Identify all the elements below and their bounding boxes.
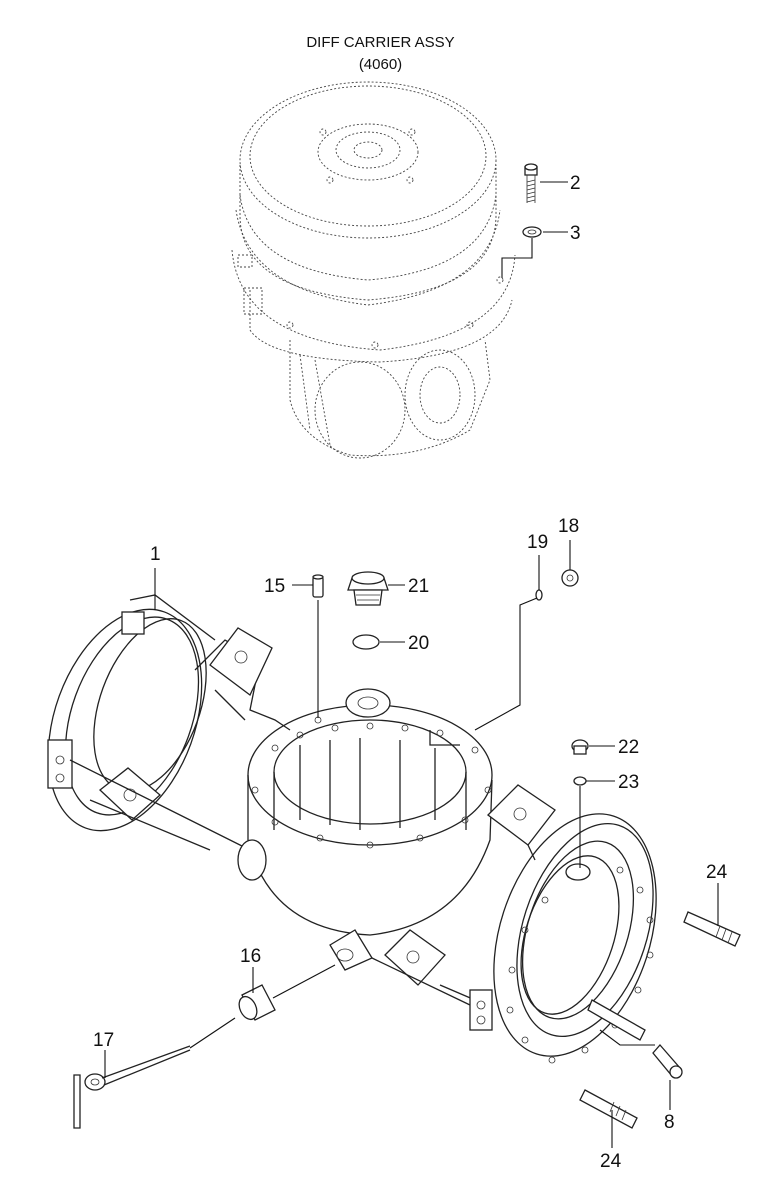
diagram-subtitle: (4060) [358, 56, 403, 73]
callout-17: 17 [93, 1030, 114, 1051]
dipstick-part-17 [73, 1045, 191, 1129]
plug-part-21 [347, 571, 389, 606]
diagram-title: DIFF CARRIER ASSY [306, 34, 455, 51]
callout-1: 1 [150, 544, 161, 565]
dowel-part-8 [652, 1044, 683, 1079]
stud-part-24-lower [579, 999, 646, 1129]
callout-labels: 2 3 1 15 21 20 19 18 22 23 24 16 17 8 24 [93, 173, 728, 1172]
diff-carrier-assembly [231, 81, 516, 459]
callout-18: 18 [558, 516, 579, 537]
plug-part-22 [571, 739, 589, 755]
callout-16: 16 [240, 946, 261, 967]
callout-23: 23 [618, 772, 639, 793]
axle-housing-part-1 [47, 594, 657, 1064]
o-ring-part-20 [352, 634, 380, 650]
stud-part-24-upper [683, 911, 741, 947]
leader-lines [104, 181, 719, 1148]
callout-19: 19 [527, 532, 548, 553]
callout-22: 22 [618, 737, 639, 758]
plug-part-18 [561, 569, 579, 587]
callout-24-lower: 24 [600, 1151, 622, 1172]
washer-part-23 [573, 776, 587, 786]
callout-20: 20 [408, 633, 429, 654]
callout-8: 8 [664, 1112, 675, 1133]
callout-15: 15 [264, 576, 285, 597]
callout-3: 3 [570, 223, 581, 244]
bolt-part-2 [524, 163, 538, 203]
bushing-part-16 [238, 984, 276, 1021]
callout-2: 2 [570, 173, 581, 194]
washer-part-3 [522, 226, 542, 238]
callout-21: 21 [408, 576, 429, 597]
pin-part-15 [312, 574, 324, 598]
callout-24-upper: 24 [706, 862, 728, 883]
